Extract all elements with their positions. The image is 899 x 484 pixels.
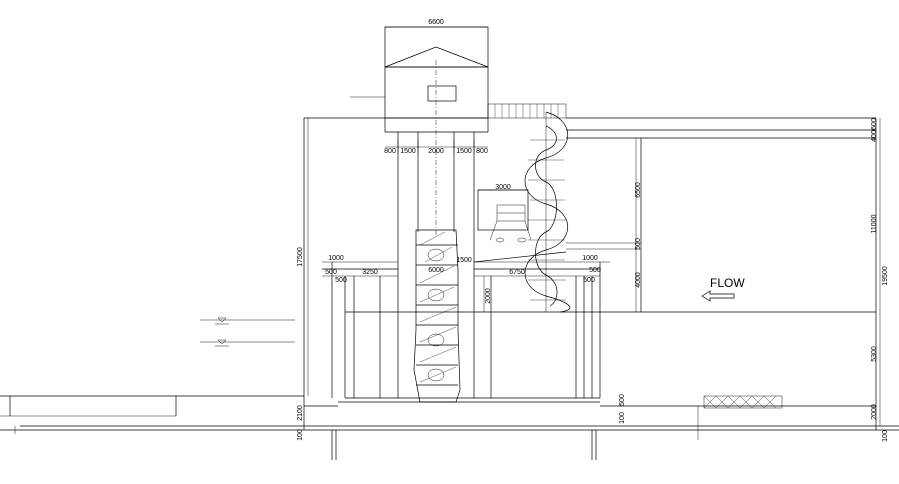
dim-center-6000: 6000	[428, 267, 444, 274]
dim-bottom-500: 500	[619, 394, 626, 406]
dim-left-2100: 2100	[297, 405, 304, 421]
dim-center-1500: 1500	[456, 257, 472, 264]
ground-line	[0, 395, 899, 460]
dim-right-6500: 6500	[635, 182, 642, 198]
mid-dims: 1000 500 3250 500 1500 6000 6750 1000 50…	[322, 255, 610, 312]
dim-far-2000: 2000	[871, 404, 878, 420]
dim-house-width: 6600	[428, 19, 444, 26]
dim-800-left: 800	[384, 148, 396, 155]
dim-1500-left: 1500	[400, 148, 416, 155]
dim-left-3250: 3250	[362, 269, 378, 276]
spiral-stair	[487, 103, 571, 313]
dim-left-1000: 1000	[328, 255, 344, 262]
dim-right-500-low: 500	[583, 277, 595, 284]
hoist-house	[350, 26, 489, 133]
dim-pier-2000: 2000	[485, 288, 492, 304]
dim-800-right: 800	[476, 148, 488, 155]
flow-label: FLOW	[710, 276, 745, 290]
dim-right-500: 500	[635, 238, 642, 250]
dim-platform-3000: 3000	[495, 184, 511, 191]
dim-right-4000: 4000	[635, 272, 642, 288]
dim-left-17500: 17500	[297, 247, 304, 267]
dim-right-1000: 1000	[582, 255, 598, 262]
dim-far-19500: 19500	[882, 266, 889, 286]
dim-left-500: 500	[325, 269, 337, 276]
dim-far-5300: 5300	[871, 346, 878, 362]
hoist-platform: 3000	[477, 184, 532, 243]
water-levels	[200, 317, 295, 347]
dim-left-500-low: 500	[335, 277, 347, 284]
gate-piers	[397, 60, 475, 398]
dim-left-100: 100	[297, 429, 304, 441]
dim-bottom-100: 100	[619, 412, 626, 424]
flow-indicator: FLOW	[701, 276, 745, 302]
dim-1500-right: 1500	[456, 148, 472, 155]
dim-far-11000: 11000	[871, 214, 878, 233]
dim-right-500: 500	[589, 267, 601, 274]
level-lines	[303, 117, 877, 430]
dim-far-100: 100	[882, 430, 889, 442]
dim-far-400: 400	[871, 130, 878, 142]
dim-right-6750: 6750	[509, 269, 525, 276]
gate-panel	[413, 229, 461, 403]
spillway-body	[331, 262, 601, 403]
dim-far-600: 600	[871, 118, 878, 130]
riprap-block	[703, 395, 783, 409]
vertical-dims: 17500 2100 100 6500 500 4000 11000 19500…	[297, 118, 889, 442]
